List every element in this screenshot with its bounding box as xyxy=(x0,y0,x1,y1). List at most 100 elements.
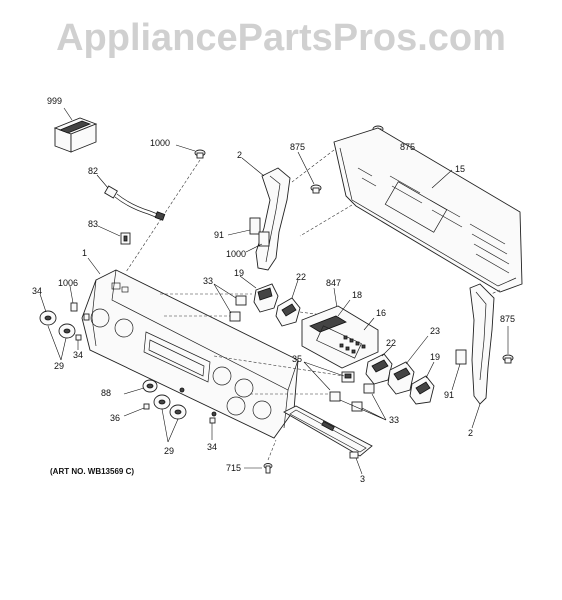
leader-91-right xyxy=(451,363,461,391)
part-88-knob xyxy=(142,379,158,393)
callout-1000-mid: 1000 xyxy=(226,249,246,259)
leader-15 xyxy=(431,169,453,189)
callout-36: 36 xyxy=(110,413,120,423)
leader-35-1 xyxy=(303,361,345,377)
leader-88 xyxy=(123,387,145,395)
keypad-buttons xyxy=(339,335,366,354)
leader-33-bot-3 xyxy=(371,393,387,421)
leader-29a-2 xyxy=(60,337,67,361)
callout-35: 35 xyxy=(292,354,302,364)
callout-91-right: 91 xyxy=(444,390,454,400)
leader-847 xyxy=(333,287,338,309)
callout-23: 23 xyxy=(430,326,440,336)
leader-18 xyxy=(337,299,351,317)
leader-19-right xyxy=(425,361,435,379)
part-29-knob-a xyxy=(58,323,76,339)
callout-34-top: 34 xyxy=(32,286,42,296)
part-35-switch xyxy=(341,371,355,383)
guide-switch-3 xyxy=(213,355,345,377)
part-82-harness xyxy=(104,185,166,221)
callout-34-bottom: 34 xyxy=(207,442,217,452)
part-1000-screw-top xyxy=(194,149,206,159)
leader-1000-top xyxy=(175,144,196,152)
part-33-switch-small-a xyxy=(229,295,247,322)
leader-35-2 xyxy=(303,361,331,391)
leader-33-bot-2 xyxy=(361,407,387,421)
callout-16: 16 xyxy=(376,308,386,318)
leader-999 xyxy=(63,107,73,121)
leader-36 xyxy=(123,407,145,417)
guide-line-1000 xyxy=(125,159,201,273)
part-15-back-cover xyxy=(333,127,523,293)
callout-33-top: 33 xyxy=(203,276,213,286)
callout-2-left: 2 xyxy=(237,150,242,160)
leader-1000-mid xyxy=(245,243,263,253)
callout-15: 15 xyxy=(455,164,465,174)
leader-33-top-2 xyxy=(213,283,232,314)
guide-cover-1 xyxy=(291,149,335,183)
leader-1 xyxy=(87,257,101,275)
leader-19-left xyxy=(239,275,257,289)
part-22-switch-right xyxy=(365,353,393,385)
leader-83 xyxy=(97,225,121,237)
part-875-screw-right xyxy=(502,354,514,364)
part-29-knob-c xyxy=(169,404,187,420)
vent-slots xyxy=(357,167,510,274)
callout-29-bottom: 29 xyxy=(164,446,174,456)
leader-2-right xyxy=(471,403,481,429)
part-33-switch-small-b xyxy=(329,383,375,412)
guide-cover-2 xyxy=(299,204,353,237)
leader-2-left xyxy=(241,157,265,177)
part-3-trim-strip xyxy=(283,405,373,459)
leader-29a-1 xyxy=(47,325,62,361)
watermark-text: AppliancePartsPros.com xyxy=(56,17,506,59)
part-999-box xyxy=(53,117,98,153)
leader-3 xyxy=(355,457,363,475)
callout-847: 847 xyxy=(326,278,341,288)
callout-875-left: 875 xyxy=(290,142,305,152)
leader-29b-1 xyxy=(161,408,169,443)
callout-19-left: 19 xyxy=(234,268,244,278)
callout-18: 18 xyxy=(352,290,362,300)
callout-19-right: 19 xyxy=(430,352,440,362)
callout-22-right: 22 xyxy=(386,338,396,348)
callout-999: 999 xyxy=(47,96,62,106)
part-715-screw xyxy=(263,463,273,474)
callout-33-bottom: 33 xyxy=(389,415,399,425)
callout-3: 3 xyxy=(360,474,365,484)
callout-875-top-right: 875 xyxy=(400,142,415,152)
callout-875-right: 875 xyxy=(500,314,515,324)
leader-1006 xyxy=(69,285,74,304)
art-number-label: (ART NO. WB13569 C) xyxy=(50,467,134,476)
leader-29b-2 xyxy=(167,418,179,443)
part-2-right-bracket xyxy=(455,283,495,405)
part-2-left-bracket xyxy=(249,167,291,271)
part-36-clip xyxy=(143,403,150,410)
part-34-clip-mid xyxy=(75,334,82,341)
leader-22-left xyxy=(291,279,299,299)
leader-33-bot-1 xyxy=(339,399,387,421)
part-875-screw-left xyxy=(310,184,322,194)
part-19-switch-left xyxy=(253,283,279,313)
callout-715: 715 xyxy=(226,463,241,473)
callout-labels: 999 1000 82 83 2 875 875 15 91 1000 1 10… xyxy=(32,96,515,484)
part-16-control-board xyxy=(301,305,379,369)
callout-1000-top: 1000 xyxy=(150,138,170,148)
callout-2-right: 2 xyxy=(468,428,473,438)
leader-34-top xyxy=(39,293,47,313)
callout-1: 1 xyxy=(82,248,87,258)
callout-22-left: 22 xyxy=(296,272,306,282)
leader-91-left xyxy=(227,229,251,236)
leader-23 xyxy=(405,335,429,365)
leader-875-left xyxy=(297,151,315,185)
part-1006-clip xyxy=(70,302,90,321)
leader-33-top-1 xyxy=(213,283,237,299)
callout-1006: 1006 xyxy=(58,278,78,288)
part-19-switch-right xyxy=(409,375,435,405)
callout-91-left: 91 xyxy=(214,230,224,240)
leader-82 xyxy=(96,174,109,189)
callout-88: 88 xyxy=(101,388,111,398)
display-window xyxy=(143,331,211,383)
callout-29-left: 29 xyxy=(54,361,64,371)
